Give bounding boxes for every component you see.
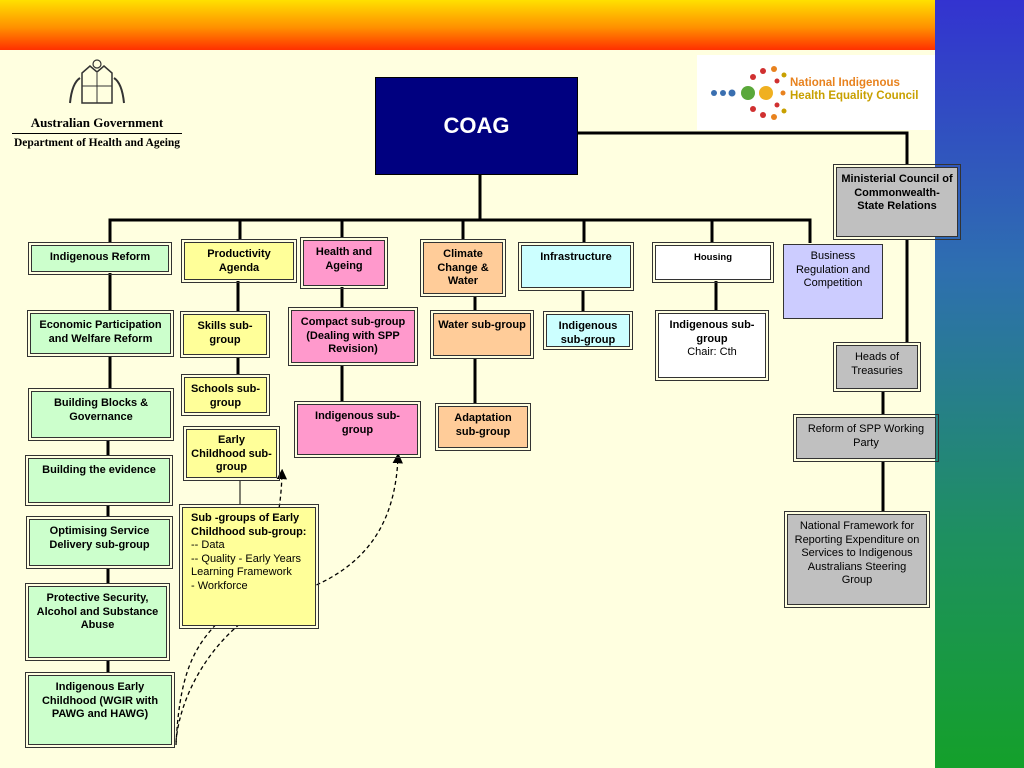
- housing-chair-label: Chair: Cth: [687, 346, 737, 358]
- nihec-line2: Health Equality Council: [790, 90, 919, 102]
- business-regulation-box: Business Regulation and Competition: [783, 244, 883, 319]
- optimising-service-box: Optimising Service Delivery sub-group: [26, 516, 173, 569]
- nihec-line1: National Indigenous: [790, 77, 900, 89]
- nihec-dots-icon: [711, 66, 787, 120]
- adaptation-subgroup-box: Adaptation sub-group: [435, 403, 531, 451]
- infrastructure-indigenous-subgroup-box: Indigenous sub-group: [543, 311, 633, 350]
- note-line-quality: -- Quality - Early Years Learning Framew…: [191, 552, 302, 579]
- indigenous-reform-box: Indigenous Reform: [28, 242, 172, 275]
- infrastructure-box: Infrastructure: [518, 242, 634, 291]
- early-childhood-subgroup-box: Early Childhood sub-group: [183, 426, 280, 481]
- productivity-agenda-box: Productivity Agenda: [181, 239, 297, 283]
- economic-participation-box: Economic Participation and Welfare Refor…: [27, 310, 174, 357]
- gov-title: Australian Government: [30, 115, 164, 130]
- housing-box: Housing: [652, 242, 774, 283]
- building-blocks-box: Building Blocks & Governance: [28, 388, 174, 441]
- health-indigenous-subgroup-box: Indigenous sub-group: [294, 401, 421, 458]
- national-framework-box: National Framework for Reporting Expendi…: [784, 511, 930, 608]
- housing-indigenous-subgroup-box: Indigenous sub-group Chair: Cth: [655, 310, 769, 381]
- schools-subgroup-box: Schools sub-group: [181, 374, 270, 416]
- side-gradient-bar: [935, 0, 1024, 768]
- nihec-logo: National Indigenous Health Equality Coun…: [697, 55, 935, 130]
- australian-government-logo: Australian Government Department of Heal…: [12, 58, 182, 150]
- department-title: Department of Health and Ageing: [12, 133, 182, 149]
- note-line-workforce: - Workforce: [191, 579, 248, 592]
- coag-box: COAG: [375, 77, 578, 175]
- building-evidence-box: Building the evidence: [25, 455, 173, 506]
- protective-security-box: Protective Security, Alcohol and Substan…: [25, 583, 170, 661]
- note-title: Sub -groups of Early Childhood sub-group…: [191, 512, 307, 538]
- water-subgroup-box: Water sub-group: [430, 310, 534, 359]
- reform-spp-box: Reform of SPP Working Party: [793, 414, 939, 462]
- coat-of-arms-icon: [69, 59, 125, 104]
- indigenous-early-childhood-box: Indigenous Early Childhood (WGIR with PA…: [25, 672, 175, 748]
- compact-subgroup-box: Compact sub-group (Dealing with SPP Revi…: [288, 307, 418, 366]
- note-line-data: -- Data: [191, 539, 225, 551]
- climate-change-water-box: Climate Change & Water: [420, 239, 506, 297]
- housing-indigenous-label: Indigenous sub-group: [669, 319, 755, 345]
- skills-subgroup-box: Skills sub-group: [180, 311, 270, 358]
- top-gradient-bar: [0, 0, 935, 50]
- heads-of-treasuries-box: Heads of Treasuries: [833, 342, 921, 392]
- health-ageing-box: Health and Ageing: [300, 237, 388, 289]
- ministerial-council-box: Ministerial Council of Commonwealth-Stat…: [833, 164, 961, 240]
- early-childhood-subgroups-note: Sub -groups of Early Childhood sub-group…: [179, 504, 319, 629]
